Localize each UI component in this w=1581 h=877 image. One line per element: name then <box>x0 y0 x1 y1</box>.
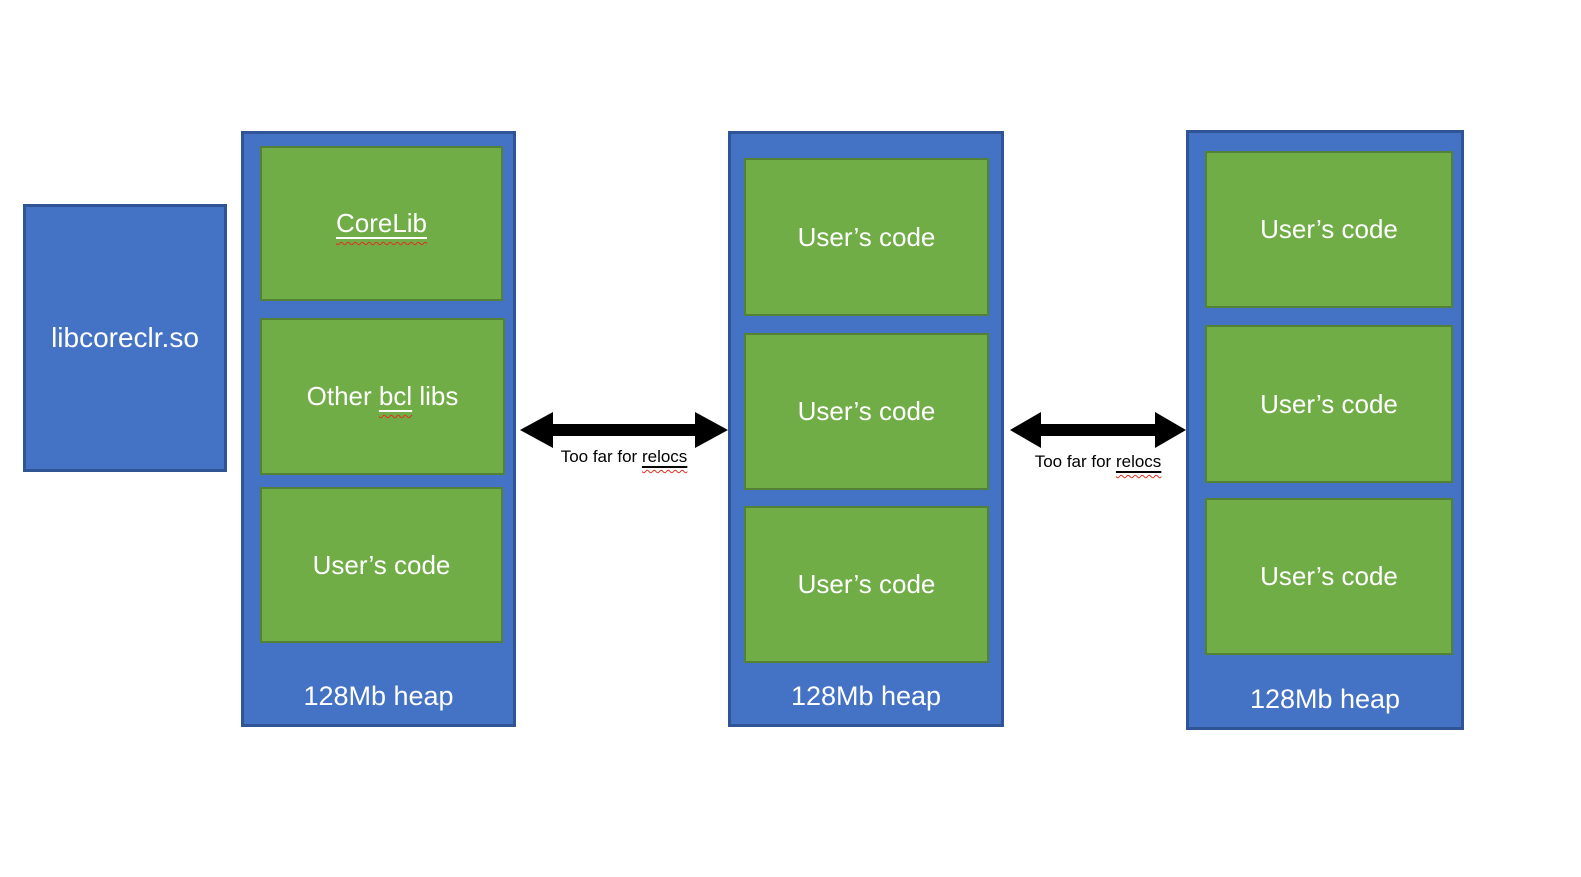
block-users-code: User’s code <box>744 158 989 316</box>
block-users-code-label: User’s code <box>313 550 451 581</box>
arrow-2-label: Too far for relocs <box>1009 452 1187 472</box>
block-users-code: User’s code <box>1205 498 1453 655</box>
label-text: User’s code <box>312 549 451 580</box>
label-text: User’s code <box>1260 561 1398 591</box>
block-users-code-label: User’s code <box>1260 561 1398 592</box>
heap-3-label: 128Mb heap <box>1249 684 1401 714</box>
label-text: Too far for <box>560 447 642 466</box>
block-users-code-label: User’s code <box>798 396 936 427</box>
underlined-word: relocs <box>1116 452 1161 471</box>
block-users-code-label: User’s code <box>798 569 936 600</box>
label-text: Other <box>306 381 379 411</box>
relocation-arrow-2 <box>1009 410 1187 450</box>
block-corelib-label: CoreLib <box>336 208 427 239</box>
block-users-code: User’s code <box>1205 325 1453 483</box>
block-users-code-label: User’s code <box>1260 389 1398 420</box>
heap-2-label: 128Mb heap <box>790 681 942 711</box>
relocation-arrow-1 <box>519 410 729 450</box>
label-text: Too far for <box>1034 452 1116 471</box>
block-users-code: User’s code <box>1205 151 1453 308</box>
block-other-bcl-libs: Other bcl libs <box>260 318 505 475</box>
label-text: User’s code <box>1260 214 1398 244</box>
double-arrow-icon <box>1010 412 1186 448</box>
label-text: libs <box>412 381 459 411</box>
label-text: User’s code <box>797 396 936 426</box>
double-arrow-icon <box>520 412 728 448</box>
underlined-word: relocs <box>642 447 687 466</box>
heap-1-label: 128Mb heap <box>303 681 454 711</box>
block-users-code: User’s code <box>744 506 989 663</box>
underlined-word: bcl <box>379 381 412 411</box>
libcoreclr-label: libcoreclr.so <box>51 322 199 353</box>
libcoreclr-box: libcoreclr.so <box>23 204 227 472</box>
misspelled-word: relocs <box>1115 452 1162 471</box>
label-text: User’s code <box>1260 388 1398 419</box>
misspelled-word: CoreLib <box>335 208 428 238</box>
label-text: User’s code <box>797 569 936 599</box>
label-text: User’s code <box>797 221 936 252</box>
block-users-code-label: User’s code <box>1260 214 1398 245</box>
misspelled-word: bcl <box>378 381 413 411</box>
block-users-code: User’s code <box>744 333 989 490</box>
heap-column-2: User’s code User’s code User’s code 128M… <box>728 131 1004 727</box>
heap-column-3: User’s code User’s code User’s code 128M… <box>1186 130 1464 730</box>
block-other-bcl-libs-label: Other bcl libs <box>307 381 459 412</box>
underlined-word: CoreLib <box>336 208 427 238</box>
arrow-1-label: Too far for relocs <box>519 447 729 467</box>
heap-column-1: CoreLib Other bcl libs User’s code 128Mb… <box>241 131 516 727</box>
misspelled-word: relocs <box>641 447 688 466</box>
block-users-code: User’s code <box>260 487 503 643</box>
block-users-code-label: User’s code <box>798 222 936 253</box>
block-corelib: CoreLib <box>260 146 503 301</box>
